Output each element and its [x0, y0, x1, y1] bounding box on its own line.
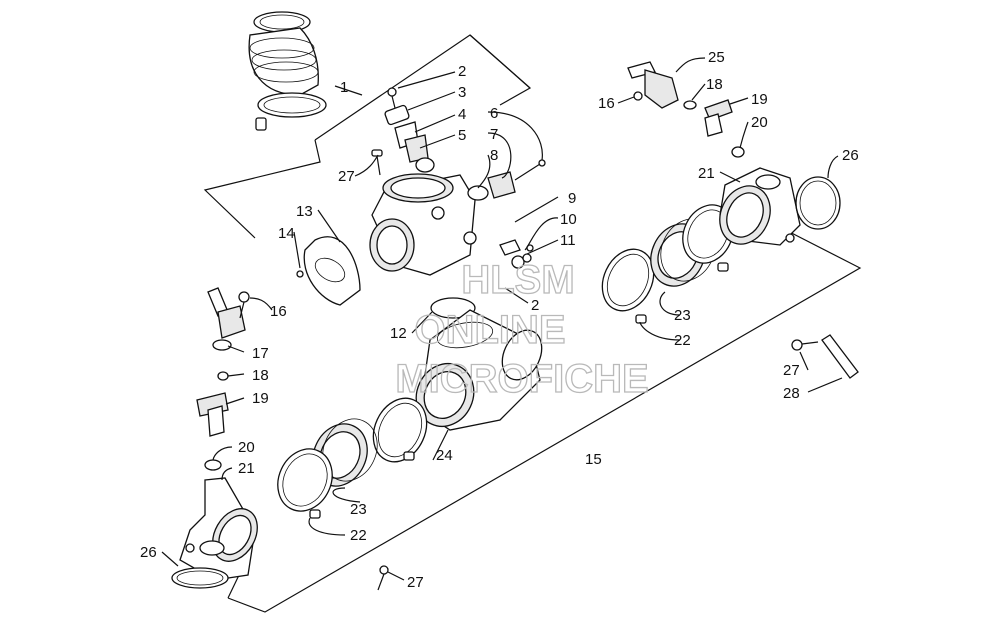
callout-26: 26 — [140, 544, 157, 561]
callout-15: 15 — [585, 451, 602, 468]
callout-3: 3 — [458, 84, 466, 101]
callout-19: 19 — [751, 91, 768, 108]
callout-25: 25 — [708, 49, 725, 66]
watermark: HLSM ONLINE MICROFICHE — [395, 257, 650, 401]
watermark-line-3: MICROFICHE — [395, 357, 648, 401]
callout-4: 4 — [458, 106, 466, 123]
watermark-line-1: HLSM — [461, 258, 574, 302]
callout-12: 12 — [390, 325, 407, 342]
callout-14: 14 — [278, 225, 295, 242]
callout-27: 27 — [338, 168, 355, 185]
callout-1: 1 — [340, 79, 348, 96]
callout-9: 9 — [568, 190, 576, 207]
callout-27: 27 — [783, 362, 800, 379]
callout-23: 23 — [674, 307, 691, 324]
intake-tube-24 — [415, 309, 543, 431]
callout-17: 17 — [252, 345, 269, 362]
callout-16: 16 — [598, 95, 615, 112]
callout-19: 19 — [252, 390, 269, 407]
throttle-body — [369, 173, 477, 276]
throttle-hardware — [371, 87, 546, 269]
callout-20: 20 — [751, 114, 768, 131]
o-ring-12 — [430, 297, 476, 319]
callout-7: 7 — [490, 126, 498, 143]
callout-11: 11 — [560, 232, 576, 249]
left-coupler-assembly — [277, 397, 428, 519]
callout-18: 18 — [252, 367, 269, 384]
left-intake-manifold — [179, 477, 258, 581]
callout-21: 21 — [238, 460, 255, 477]
throttle-cover — [296, 236, 361, 306]
callout-5: 5 — [458, 127, 466, 144]
right-bolt-strap — [791, 334, 859, 379]
callout-8: 8 — [490, 147, 498, 164]
callout-6: 6 — [490, 105, 498, 122]
intake-boot — [248, 11, 327, 131]
callout-23: 23 — [350, 501, 367, 518]
right-intake-manifold — [719, 167, 801, 246]
leader-lines — [161, 57, 843, 581]
bottom-bolt — [377, 565, 389, 591]
callout-28: 28 — [783, 385, 800, 402]
callout-20: 20 — [238, 439, 255, 456]
callout-2: 2 — [458, 63, 466, 80]
callout-labels: 1 2 2 3 4 5 6 7 8 9 10 11 12 13 14 15 16… — [140, 49, 859, 591]
callout-16: 16 — [270, 303, 287, 320]
callout-27: 27 — [407, 574, 424, 591]
o-ring-26-left — [171, 567, 229, 589]
o-ring-26-right — [795, 176, 841, 230]
assembly-bracket-1 — [203, 34, 532, 239]
callout-21: 21 — [698, 165, 715, 182]
callout-26: 26 — [842, 147, 859, 164]
right-fuel-fitting — [627, 61, 745, 158]
callout-22: 22 — [674, 332, 691, 349]
callout-18: 18 — [706, 76, 723, 93]
watermark-line-2: ONLINE — [414, 308, 565, 352]
callout-10: 10 — [560, 211, 577, 228]
callout-22: 22 — [350, 527, 367, 544]
callout-2: 2 — [531, 297, 539, 314]
left-fuel-fitting — [196, 287, 250, 471]
callout-24: 24 — [436, 447, 453, 464]
callout-13: 13 — [296, 203, 313, 220]
